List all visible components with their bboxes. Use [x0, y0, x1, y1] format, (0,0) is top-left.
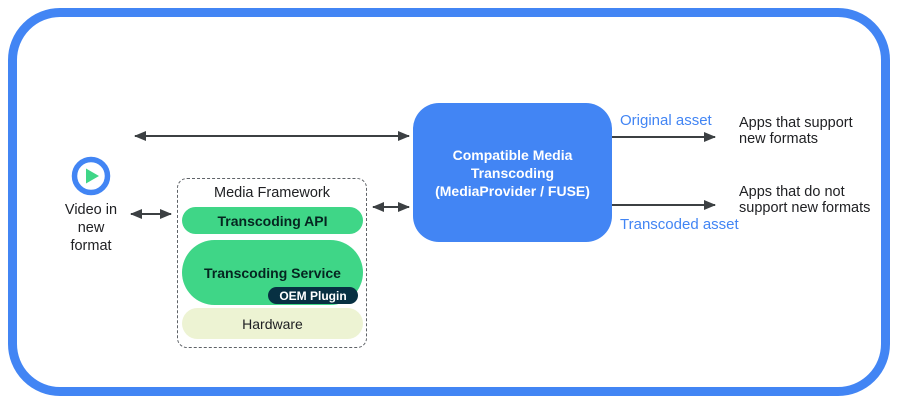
original-asset-label: Original asset	[620, 112, 712, 129]
outer-rounded-border	[8, 8, 890, 396]
hardware-pill: Hardware	[182, 308, 363, 339]
oem-plugin-pill: OEM Plugin	[268, 287, 358, 304]
transcoding-api-pill: Transcoding API	[182, 207, 363, 234]
media-framework-title: Media Framework	[213, 185, 331, 201]
apps-support-label: Apps that support new formats	[739, 115, 853, 147]
compatible-media-transcoding-node: Compatible Media Transcoding (MediaProvi…	[413, 103, 612, 242]
play-icon	[71, 156, 111, 196]
transcoded-asset-label: Transcoded asset	[620, 216, 739, 233]
video-source-label: Video in new format	[64, 202, 118, 254]
apps-no-support-label: Apps that do not support new formats	[739, 184, 871, 216]
